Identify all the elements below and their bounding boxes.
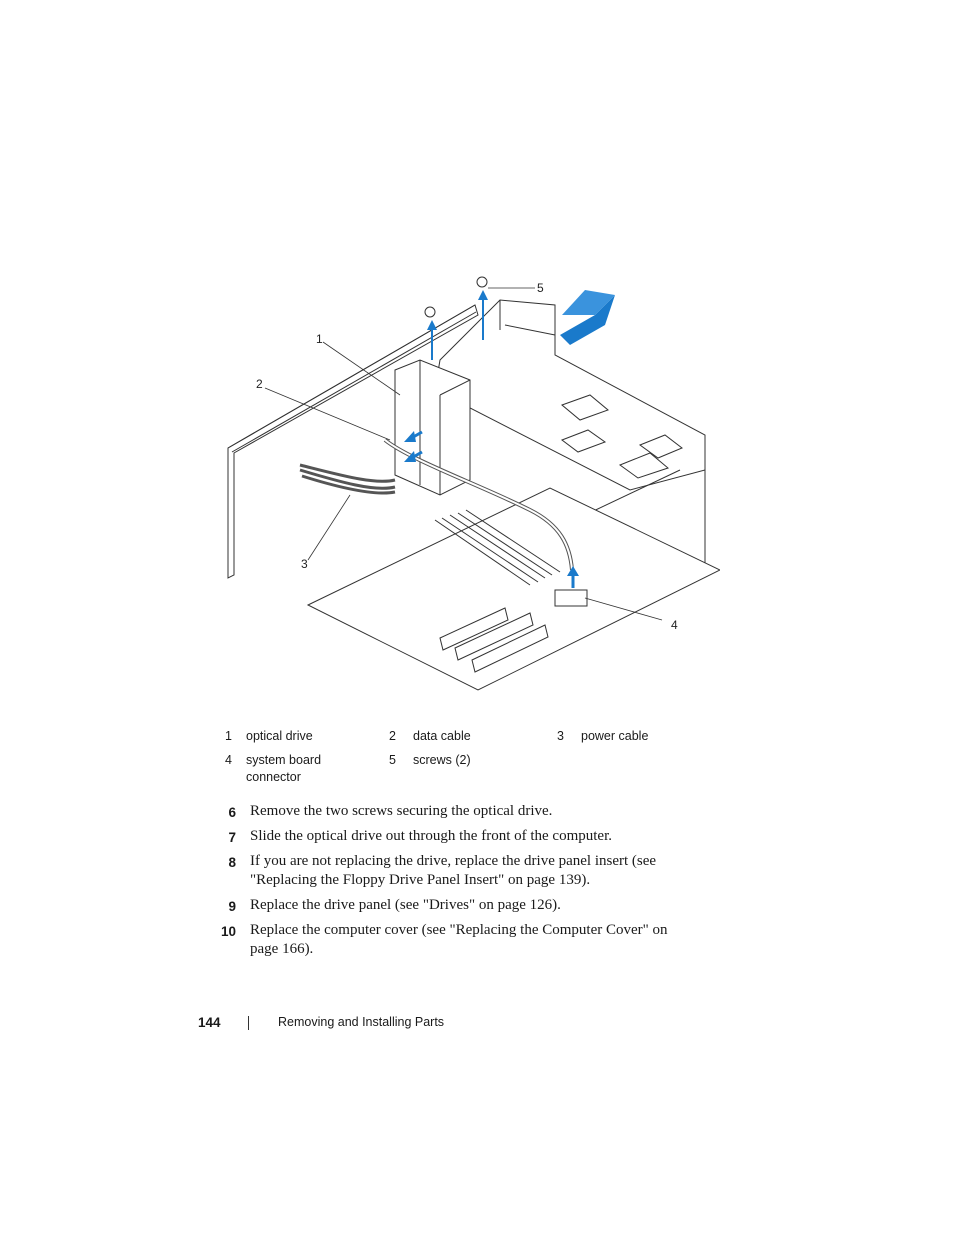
legend-number: 4 bbox=[225, 753, 232, 767]
step-item: 6 Remove the two screws securing the opt… bbox=[218, 802, 698, 821]
instruction-steps: 6 Remove the two screws securing the opt… bbox=[218, 802, 698, 965]
step-text: Remove the two screws securing the optic… bbox=[250, 803, 553, 819]
step-text: Slide the optical drive out through the … bbox=[250, 828, 612, 844]
legend-number: 2 bbox=[389, 729, 396, 743]
computer-chassis-diagram bbox=[227, 276, 720, 691]
callout-1: 1 bbox=[316, 332, 323, 346]
legend-number: 3 bbox=[557, 729, 564, 743]
callout-5: 5 bbox=[537, 281, 544, 295]
legend-label: screws (2) bbox=[413, 753, 471, 767]
callout-4: 4 bbox=[671, 618, 678, 632]
step-number: 8 bbox=[228, 855, 236, 870]
step-number: 6 bbox=[228, 805, 236, 820]
step-number: 9 bbox=[228, 899, 236, 914]
legend-number: 5 bbox=[389, 753, 396, 767]
step-number: 10 bbox=[220, 924, 236, 939]
step-text: If you are not replacing the drive, repl… bbox=[250, 853, 657, 888]
optical-drive-removal-illustration: 1 2 3 4 5 bbox=[210, 270, 720, 695]
step-item: 7 Slide the optical drive out through th… bbox=[218, 827, 698, 846]
step-item: 8 If you are not replacing the drive, re… bbox=[218, 852, 698, 890]
step-text: Replace the drive panel (see "Drives" on… bbox=[250, 897, 561, 913]
legend-number: 1 bbox=[225, 729, 232, 743]
step-item: 9 Replace the drive panel (see "Drives" … bbox=[218, 896, 698, 915]
step-item: 10 Replace the computer cover (see "Repl… bbox=[218, 921, 698, 959]
legend-label: optical drive bbox=[246, 729, 313, 743]
callout-3: 3 bbox=[301, 557, 308, 571]
step-text: Replace the computer cover (see "Replaci… bbox=[250, 922, 668, 957]
legend-label: data cable bbox=[413, 729, 471, 743]
page-number: 144 bbox=[198, 1015, 221, 1030]
legend-label: power cable bbox=[581, 729, 649, 743]
legend-label: system board connector bbox=[246, 753, 322, 784]
callout-2: 2 bbox=[256, 377, 263, 391]
footer-divider bbox=[248, 1016, 249, 1030]
section-title: Removing and Installing Parts bbox=[278, 1015, 445, 1029]
step-number: 7 bbox=[228, 830, 236, 845]
